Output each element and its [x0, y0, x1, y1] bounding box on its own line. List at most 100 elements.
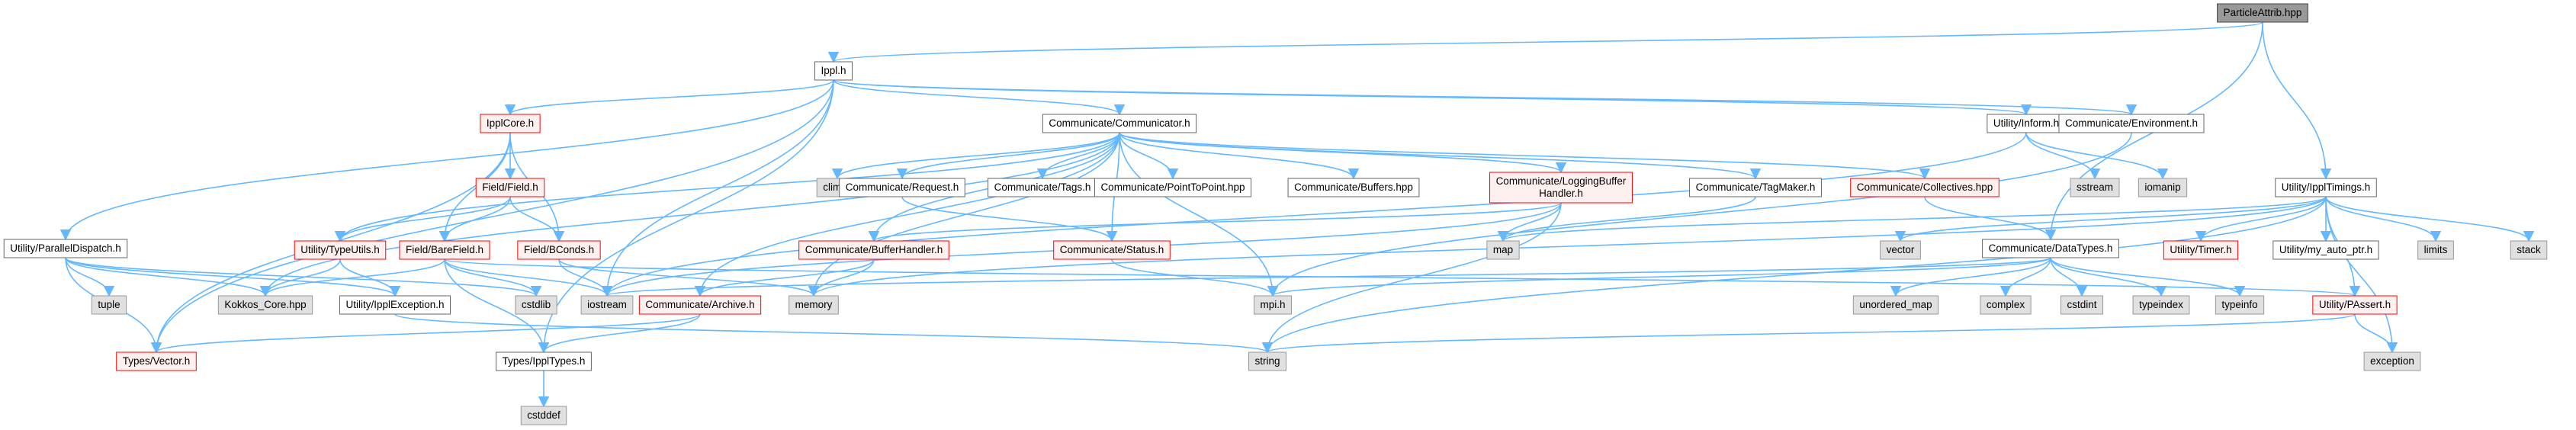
edge-communicator-to-tagmaker	[1119, 132, 1761, 180]
node-string[interactable]: string	[1248, 351, 1287, 371]
node-label: Utility/ParallelDispatch.h	[10, 242, 121, 254]
node-box	[1880, 240, 1921, 260]
edge-barefield-to-cstdlib	[444, 258, 542, 297]
node-label: memory	[795, 299, 833, 310]
node-box	[2163, 240, 2239, 260]
node-typeinfo[interactable]: typeinfo	[2215, 295, 2265, 315]
node-box	[3, 239, 128, 258]
node-box	[217, 295, 313, 315]
node-cstddef[interactable]: cstddef	[520, 406, 567, 425]
node-request[interactable]: Communicate/Request.h	[839, 178, 965, 197]
node-pardispatch[interactable]: Utility/ParallelDispatch.h	[3, 239, 128, 258]
node-label: map	[1493, 244, 1513, 255]
edge-ippl-to-pardispatch	[59, 79, 834, 241]
node-label: stack	[2517, 244, 2541, 255]
node-communicator[interactable]: Communicate/Communicator.h	[1042, 114, 1197, 133]
node-bufhandler[interactable]: Communicate/BufferHandler.h	[798, 240, 949, 260]
node-cstdlib[interactable]: cstdlib	[515, 295, 557, 315]
node-myautoptr[interactable]: Utility/my_auto_ptr.h	[2272, 240, 2379, 260]
node-sstream[interactable]: sstream	[2070, 178, 2120, 197]
node-tags[interactable]: Communicate/Tags.h	[988, 178, 1097, 197]
node-ippltypes[interactable]: Types/IpplTypes.h	[496, 351, 592, 371]
edge-datatypes-to-complex	[1999, 257, 2051, 297]
node-barefield[interactable]: Field/BareField.h	[399, 240, 490, 260]
node-unordered_map[interactable]: unordered_map	[1852, 295, 1939, 315]
node-iptimings[interactable]: Utility/IpplTimings.h	[2275, 178, 2377, 197]
node-label: Communicate/Environment.h	[2065, 117, 2198, 129]
node-status[interactable]: Communicate/Status.h	[1053, 240, 1171, 260]
node-timer[interactable]: Utility/Timer.h	[2163, 240, 2239, 260]
edge-bufhandler-to-memory	[808, 258, 875, 297]
node-passert[interactable]: Utility/PAssert.h	[2312, 295, 2398, 315]
node-typeutils[interactable]: Utility/TypeUtils.h	[294, 240, 387, 260]
edge-particleattrib-to-ippl	[828, 21, 2263, 63]
node-iostream[interactable]: iostream	[580, 295, 634, 315]
edge-typeutils-to-ipplexception	[339, 258, 401, 297]
node-cstdint[interactable]: cstdint	[2060, 295, 2104, 315]
node-iomanip[interactable]: iomanip	[2138, 178, 2188, 197]
node-label: cstdlib	[522, 299, 551, 310]
node-label: Communicate/Communicator.h	[1049, 117, 1190, 129]
edge-iptimings-to-map	[1498, 196, 2327, 242]
edge-iptimings-to-exception	[2325, 196, 2398, 354]
edge-collectives-to-datatypes	[1924, 196, 2057, 241]
node-collectives[interactable]: Communicate/Collectives.hpp	[1850, 178, 1999, 197]
node-label: Utility/TypeUtils.h	[300, 244, 380, 255]
node-p2p[interactable]: Communicate/PointToPoint.hpp	[1094, 178, 1252, 197]
node-datatypes[interactable]: Communicate/DataTypes.h	[1982, 239, 2119, 258]
node-bconds[interactable]: Field/BConds.h	[517, 240, 601, 260]
edge-barefield-to-kokkoscore	[259, 258, 445, 297]
node-vectorh[interactable]: Types/Vector.h	[116, 351, 197, 371]
node-tuple[interactable]: tuple	[91, 295, 127, 315]
node-particleattrib[interactable]: ParticleAttrib.hpp	[2217, 3, 2308, 23]
node-box	[1053, 240, 1171, 260]
node-mpih[interactable]: mpi.h	[1253, 295, 1293, 315]
edge-inform-to-iostream	[602, 132, 2027, 297]
node-box	[1248, 351, 1287, 371]
edge-status-to-mpih	[1111, 258, 1279, 297]
edge-passert-to-exception	[2354, 313, 2398, 354]
node-tagmaker[interactable]: Communicate/TagMaker.h	[1689, 178, 1822, 197]
node-kokkoscore[interactable]: Kokkos_Core.hpp	[217, 295, 313, 315]
edge-ippl-to-environment	[833, 79, 2137, 116]
node-box	[2363, 351, 2421, 371]
node-environment[interactable]: Communicate/Environment.h	[2058, 114, 2205, 133]
node-vector[interactable]: vector	[1880, 240, 1921, 260]
node-label: Communicate/PointToPoint.hpp	[1100, 181, 1245, 193]
node-box	[116, 351, 197, 371]
edge-communicator-to-buffers	[1119, 132, 1360, 180]
node-box	[798, 240, 949, 260]
node-box	[1850, 178, 1999, 197]
edge-ippl-to-ipplcore	[505, 79, 834, 116]
node-exception[interactable]: exception	[2363, 351, 2421, 371]
node-label: Communicate/Tags.h	[994, 181, 1091, 193]
edge-datatypes-to-unordered_map	[1890, 257, 2051, 297]
edge-particleattrib-to-iptimings	[2262, 21, 2332, 180]
node-label: tuple	[98, 299, 120, 310]
node-map[interactable]: map	[1486, 240, 1520, 260]
node-ipplexception[interactable]: Utility/IpplException.h	[339, 295, 451, 315]
node-inform[interactable]: Utility/Inform.h	[1987, 114, 2066, 133]
node-label: unordered_map	[1859, 299, 1932, 310]
node-label: limits	[2424, 244, 2448, 255]
node-fieldh[interactable]: Field/Field.h	[475, 178, 545, 197]
node-typeindex[interactable]: typeindex	[2132, 295, 2190, 315]
node-archive[interactable]: Communicate/Archive.h	[638, 295, 762, 315]
node-stack[interactable]: stack	[2510, 240, 2548, 260]
edge-ippl-to-ippltypes	[538, 79, 834, 354]
node-limits[interactable]: limits	[2417, 240, 2454, 260]
node-complex[interactable]: complex	[1980, 295, 2032, 315]
node-box	[1980, 295, 2032, 315]
node-ipplcore[interactable]: IpplCore.h	[480, 114, 541, 133]
edge-pardispatch-to-cstdlib	[65, 257, 541, 297]
node-buffers[interactable]: Communicate/Buffers.hpp	[1287, 178, 1420, 197]
edge-environment-to-mpih	[1267, 132, 2132, 297]
node-box	[2132, 295, 2190, 315]
node-ippl[interactable]: Ippl.h	[814, 61, 853, 81]
edge-communicator-to-p2p	[1119, 132, 1179, 180]
node-label: Handler.h	[1539, 188, 1583, 199]
node-memory[interactable]: memory	[789, 295, 839, 315]
node-box	[1852, 295, 1939, 315]
node-box	[1489, 172, 1633, 204]
